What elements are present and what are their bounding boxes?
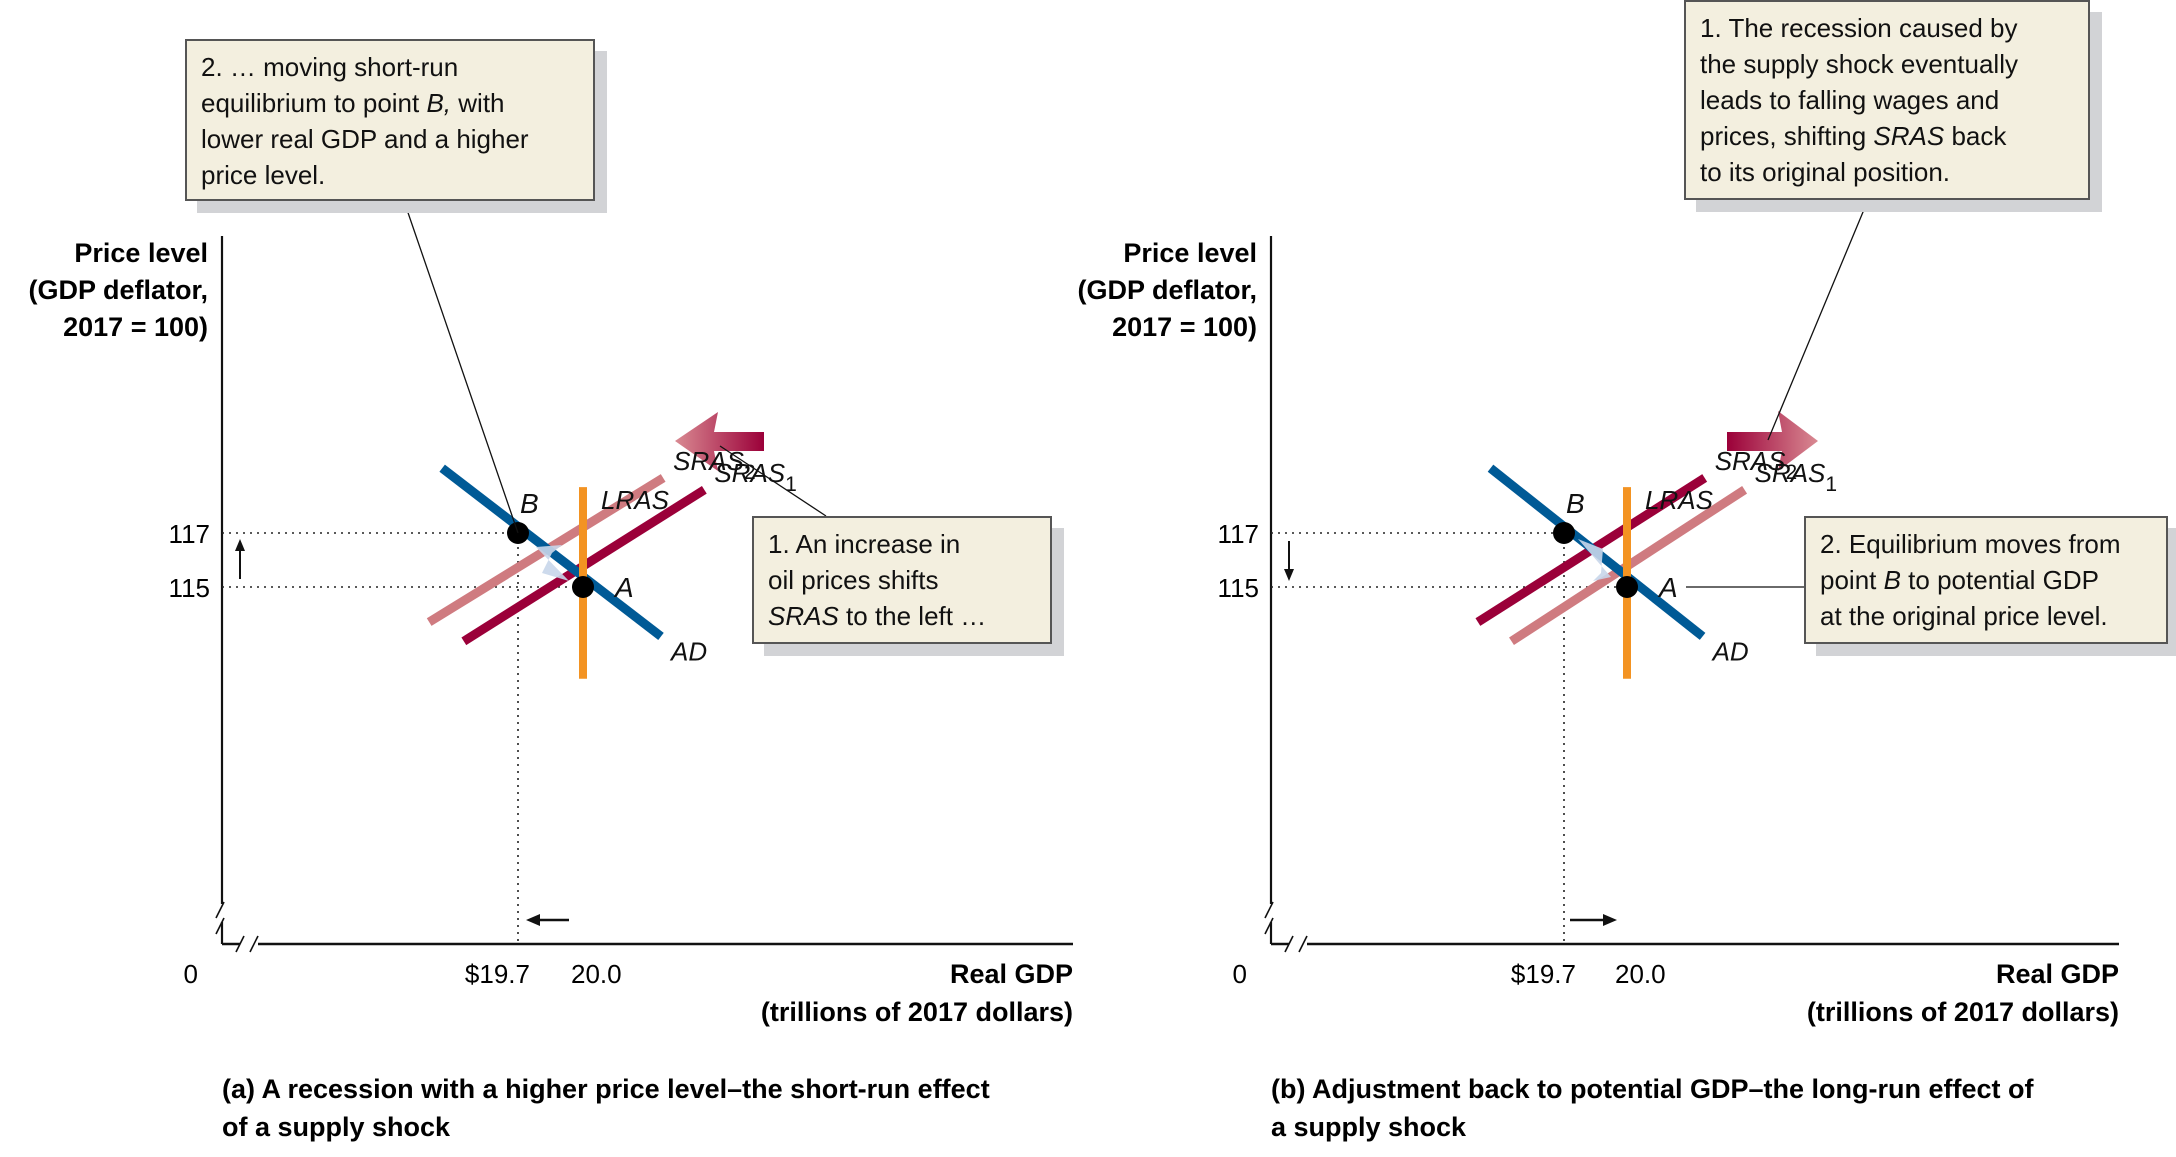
x-tick-label: $19.7 [1511,959,1576,989]
annotation-line: 2. … moving short-run [201,52,459,82]
sras-shift-right-arrow [1727,411,1818,471]
annotation-line: leads to falling wages and [1700,85,2000,115]
annotation-recession-falling-wages: 1. The recession caused by the supply sho… [1684,0,2090,200]
y-axis-title: 2017 = 100) [1112,312,1257,342]
annotation-line: SRAS to the left … [768,601,987,631]
sras-shift-left-arrow [675,412,764,471]
x-tick-label: 20.0 [1615,959,1666,989]
x-axis-title: (trillions of 2017 dollars) [1807,997,2119,1027]
annotation-line: 1. An increase in [768,529,961,559]
annotation-leader-line [403,200,519,534]
y-axis-title: Price level [1123,238,1257,268]
y-tick-label: 115 [1218,573,1259,603]
y-axis-title: (GDP deflator, [28,275,208,305]
equilibrium-point-a [572,576,594,598]
annotation-line: price level. [201,160,326,190]
annotation-line: to its original position. [1700,157,1951,187]
panel-caption: (a) A recession with a higher price leve… [222,1074,990,1104]
annotation-equilibrium-moves-back: 2. Equilibrium moves from point B to pote… [1804,516,2168,644]
panel-a: Price level (GDP deflator, 2017 = 100) Real… [28,200,1073,1142]
movement-arrow-a-to-b [536,545,569,581]
italic-term: B, [426,88,452,118]
x-axis-break-mark [1298,935,1308,953]
x-axis-break-mark [249,935,259,953]
price-down-arrowhead [1284,569,1294,581]
y-axis-break-mark [215,901,225,919]
x-axis-title: (trillions of 2017 dollars) [761,997,1073,1027]
y-tick-label: 117 [169,519,210,549]
x-axis-title: Real GDP [950,959,1073,989]
panel-b: Price level (GDP deflator, 2017 = 100) Real… [1077,199,2119,1142]
annotation-line: oil prices shifts [768,565,939,595]
annotation-line: 2. Equilibrium moves from [1820,529,2121,559]
annotation-line: the supply shock eventually [1700,49,2018,79]
annotation-moving-short-run-equilibrium: 2. … moving short-run equilibrium to poin… [185,39,595,201]
annotation-line: equilibrium to point B, with [201,88,505,118]
annotation-line: lower real GDP and a higher [201,124,529,154]
annotation-line: prices, shifting SRAS back [1700,121,2007,151]
x-tick-label: 20.0 [571,959,622,989]
panel-caption: of a supply shock [222,1112,451,1142]
equilibrium-point-a [1616,576,1638,598]
italic-term: B [1883,565,1901,595]
y-axis-title: Price level [74,238,208,268]
gdp-right-arrowhead [1603,914,1617,926]
y-axis-break-mark [1264,917,1274,935]
x-axis-break-mark [1284,935,1294,953]
x-axis-break-mark [235,935,245,953]
movement-arrow-b-to-a [1578,539,1611,581]
annotation-leader-line [719,445,827,517]
gdp-left-arrowhead [526,914,540,926]
y-axis-break-mark [1264,901,1274,919]
equilibrium-point-b [1553,522,1575,544]
y-tick-label: 117 [1218,519,1259,549]
panel-caption: (b) Adjustment back to potential GDP–the… [1271,1074,2035,1104]
origin-label: 0 [1233,959,1247,989]
annotation-line: point B to potential GDP [1820,565,2099,595]
y-axis-title: (GDP deflator, [1077,275,1257,305]
panel-caption: a supply shock [1271,1112,1467,1142]
x-axis-title: Real GDP [1996,959,2119,989]
annotation-leader-line [1767,199,1869,441]
price-up-arrowhead [235,539,245,551]
annotation-line: at the original price level. [1820,601,2108,631]
y-axis-break-mark [215,917,225,935]
y-tick-label: 115 [169,573,210,603]
y-axis-title: 2017 = 100) [63,312,208,342]
annotation-line: 1. The recession caused by [1700,13,2018,43]
italic-term: SRAS [768,601,839,631]
x-tick-label: $19.7 [465,959,530,989]
origin-label: 0 [184,959,198,989]
italic-term: SRAS [1873,121,1945,151]
